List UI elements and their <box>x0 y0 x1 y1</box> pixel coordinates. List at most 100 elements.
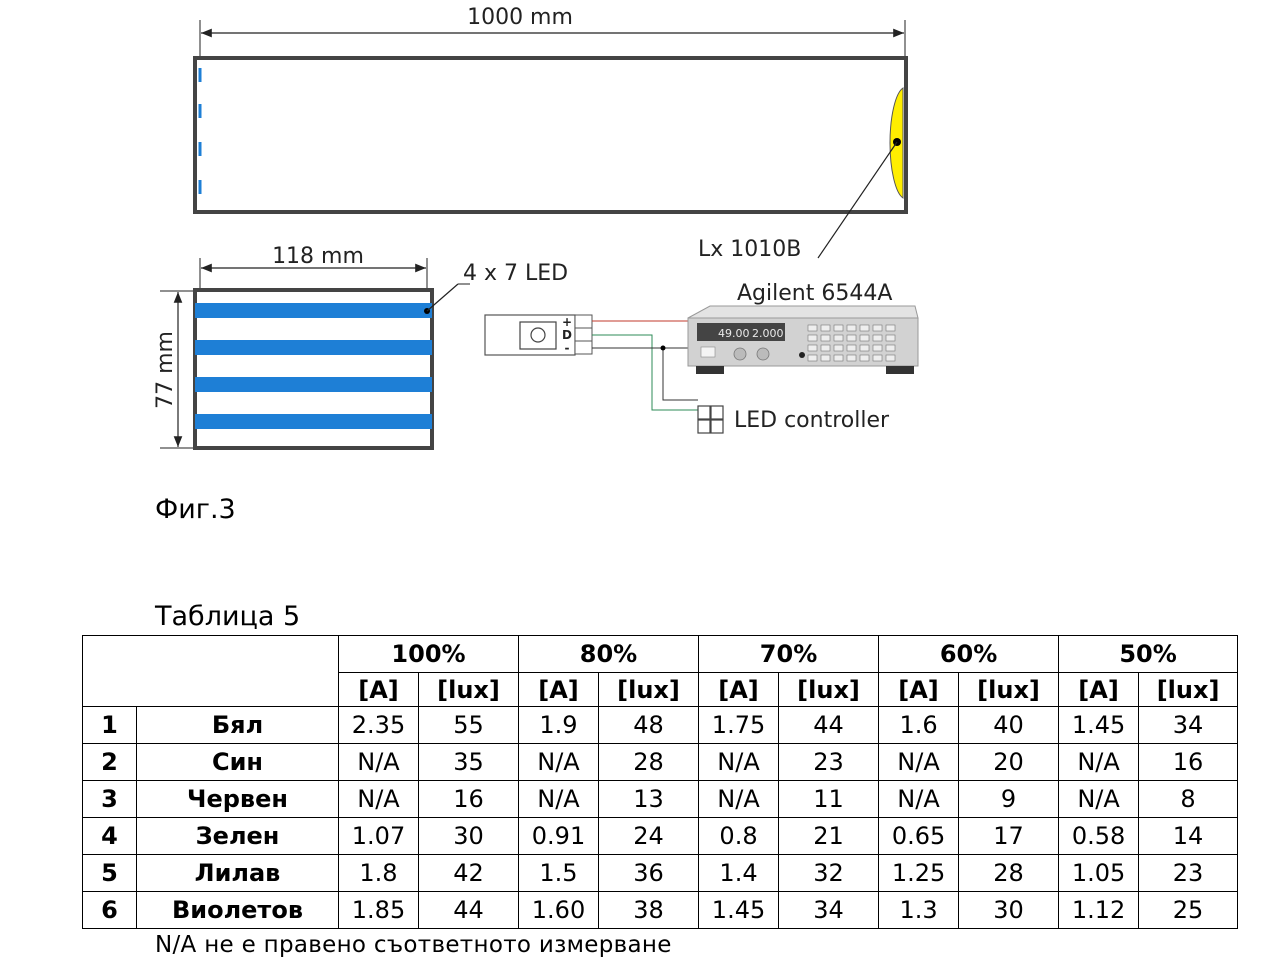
table-cell: 0.58 <box>1058 817 1140 855</box>
row-number: 6 <box>82 891 137 929</box>
table-cell: 0.65 <box>878 817 960 855</box>
table-cell: 1.75 <box>698 706 780 744</box>
row-number: 4 <box>82 817 137 855</box>
table-cell: N/A <box>1058 780 1140 818</box>
row-number: 5 <box>82 854 137 892</box>
led-strip-3 <box>195 377 432 392</box>
table-cell: 13 <box>597 780 700 818</box>
unit-header: [lux] <box>418 672 519 707</box>
table-cell: 11 <box>778 780 880 818</box>
table-cell: 17 <box>958 817 1060 855</box>
table-cell: 1.07 <box>338 817 419 855</box>
led-label: 4 x 7 LED <box>463 261 568 286</box>
psu-display-voltage: 49.00 <box>718 327 750 340</box>
table-cell: N/A <box>878 743 960 781</box>
table-cell: 44 <box>418 891 519 929</box>
box-height-label: 77 mm <box>153 331 178 409</box>
unit-header: [A] <box>698 672 780 707</box>
light-tunnel <box>193 56 908 214</box>
table-cell: N/A <box>338 780 419 818</box>
table-cell: 55 <box>418 706 519 744</box>
table-cell: 2.35 <box>338 706 419 744</box>
table-corner <box>82 635 339 707</box>
table-cell: 1.12 <box>1058 891 1140 929</box>
led-strip-2 <box>195 340 432 355</box>
plus-terminal-label: + <box>562 315 572 329</box>
table-cell: 32 <box>778 854 880 892</box>
unit-header: [A] <box>1058 672 1140 707</box>
table-cell: 16 <box>1138 743 1239 781</box>
unit-header: [A] <box>518 672 599 707</box>
table-cell: 20 <box>958 743 1060 781</box>
unit-header: [lux] <box>778 672 880 707</box>
psu-display-current: 2.000 <box>752 327 784 340</box>
minus-terminal-label: - <box>565 341 570 355</box>
table-cell: 48 <box>597 706 700 744</box>
row-color-name: Лилав <box>136 854 339 892</box>
table-cell: 36 <box>597 854 700 892</box>
table-row: 4 Зелен 1.07 30 0.91 24 0.8 21 0.65 17 0… <box>82 817 1239 855</box>
table-cell: 34 <box>778 891 880 929</box>
table-cell: 42 <box>418 854 519 892</box>
table-cell: 30 <box>418 817 519 855</box>
led-controller: LED controller <box>697 405 890 434</box>
table-cell: 16 <box>418 780 519 818</box>
table-cell: 40 <box>958 706 1060 744</box>
table-cell: 1.5 <box>518 854 599 892</box>
table-cell: 23 <box>778 743 880 781</box>
wiring <box>592 320 698 411</box>
figure-caption: Фиг.3 <box>155 494 236 525</box>
table-footnote: N/A не е правено съответното измерване <box>155 932 672 958</box>
table-cell: 0.91 <box>518 817 599 855</box>
percent-header: 80% <box>517 635 700 673</box>
lux-sensor: Lx 1010B <box>698 87 904 262</box>
row-number: 2 <box>82 743 137 781</box>
table-cell: 1.85 <box>338 891 419 929</box>
unit-header: [lux] <box>597 672 700 707</box>
table-cell: N/A <box>338 743 419 781</box>
table-cell: 1.60 <box>518 891 599 929</box>
row-number: 1 <box>82 706 137 744</box>
table-cell: 1.25 <box>878 854 960 892</box>
table-cell: 1.6 <box>878 706 960 744</box>
table-row: 3 Червен N/A 16 N/A 13 N/A 11 N/A 9 N/A … <box>82 780 1239 818</box>
box-width-label: 118 mm <box>272 244 364 269</box>
percent-header: 50% <box>1058 635 1239 673</box>
box-height-dimension: 77 mm <box>153 290 195 449</box>
table-cell: N/A <box>878 780 960 818</box>
results-table: 100% 80% 70% 60% 50% [A] [lux] [A] [lux]… <box>82 635 1239 929</box>
table-cell: 24 <box>597 817 700 855</box>
unit-header: [A] <box>338 672 419 707</box>
percent-header: 60% <box>878 635 1060 673</box>
table-row: 1 Бял 2.35 55 1.9 48 1.75 44 1.6 40 1.45… <box>82 706 1239 744</box>
power-supply: Agilent 6544A 49.00 2.000 <box>687 281 919 374</box>
led-strip-1 <box>195 303 432 318</box>
table-cell: 44 <box>778 706 880 744</box>
row-color-name: Зелен <box>136 817 339 855</box>
row-color-name: Бял <box>136 706 339 744</box>
d-terminal-label: D <box>562 328 572 342</box>
row-color-name: Червен <box>136 780 339 818</box>
table-cell: 1.8 <box>338 854 419 892</box>
table-cell: 23 <box>1138 854 1239 892</box>
psu-label: Agilent 6544A <box>737 281 892 306</box>
table-cell: 1.45 <box>698 891 780 929</box>
row-color-name: Син <box>136 743 339 781</box>
led-strip-4 <box>195 414 432 429</box>
table-cell: N/A <box>1058 743 1140 781</box>
row-color-name: Виолетов <box>136 891 339 929</box>
table-row: 2 Син N/A 35 N/A 28 N/A 23 N/A 20 N/A 16 <box>82 743 1239 781</box>
controller-label: LED controller <box>734 408 890 433</box>
table-cell: 1.45 <box>1058 706 1140 744</box>
table-cell: 38 <box>597 891 700 929</box>
unit-header: [lux] <box>958 672 1060 707</box>
table-cell: 14 <box>1138 817 1239 855</box>
table-cell: 28 <box>958 854 1060 892</box>
sensor-label: Lx 1010B <box>698 237 801 262</box>
table-cell: 9 <box>958 780 1060 818</box>
table-cell: 34 <box>1138 706 1239 744</box>
table-row: 6 Виолетов 1.85 44 1.60 38 1.45 34 1.3 3… <box>82 891 1239 929</box>
percent-header: 100% <box>338 635 519 673</box>
unit-header: [A] <box>878 672 960 707</box>
table-cell: N/A <box>518 780 599 818</box>
